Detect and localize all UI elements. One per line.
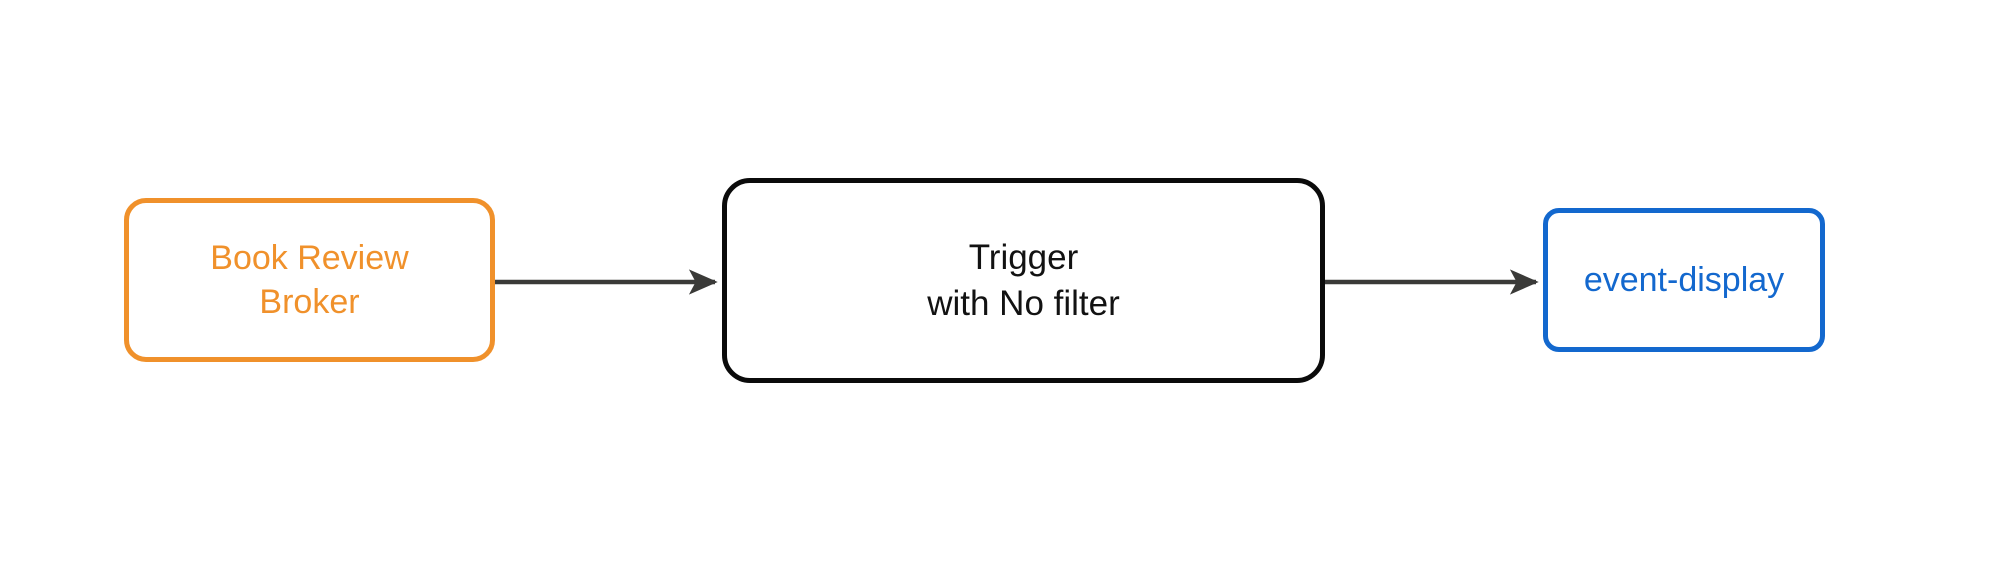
node-book-review-broker[interactable]: Book Review Broker	[124, 198, 495, 362]
node-event-display[interactable]: event-display	[1543, 208, 1825, 352]
node-broker-label-line-1: Book Review	[210, 238, 409, 277]
node-broker-label-line-2: Broker	[259, 283, 360, 321]
edge-trigger-to-event-display	[1325, 269, 1539, 295]
node-trigger-label-line-1: Trigger	[968, 238, 1079, 277]
edge-broker-to-trigger	[495, 269, 718, 295]
node-trigger-with-no-filter[interactable]: Trigger with No filter	[722, 178, 1325, 383]
node-event-display-label: event-display	[1583, 260, 1785, 299]
node-trigger-label-line-2: with No filter	[927, 283, 1120, 323]
